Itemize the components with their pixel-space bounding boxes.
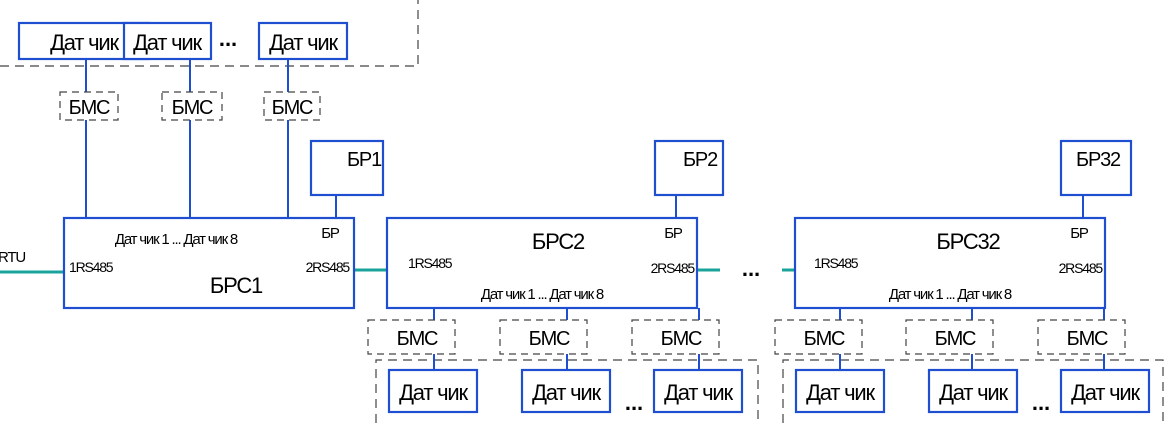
sensor-box: Дат чик bbox=[257, 21, 349, 61]
sensors-range-label: Дат чик 1 ... Дат чик 8 bbox=[889, 286, 1012, 303]
rs485-in-label: 1RS485 bbox=[814, 255, 859, 271]
sensors-range-label: Дат чик 1 ... Дат чик 8 bbox=[481, 286, 604, 303]
sensor-box: Дат чик bbox=[387, 368, 479, 414]
bms-label: БМС bbox=[272, 97, 313, 119]
sensor-box: Дат чик bbox=[122, 21, 213, 61]
sensor-box: Дат чик bbox=[652, 368, 744, 414]
sensor-label: Дат чик bbox=[133, 30, 202, 55]
ellipsis: ... bbox=[625, 390, 643, 415]
sensor-label: Дат чик bbox=[399, 380, 468, 405]
sensor-box: Дат чик bbox=[1059, 368, 1151, 414]
bms-box: БМС bbox=[905, 319, 994, 355]
sensor-label: Дат чик bbox=[1071, 380, 1140, 405]
ellipsis: ... bbox=[742, 256, 760, 281]
br-port-label: БР bbox=[1070, 225, 1089, 242]
top-sensor-group-border bbox=[0, 0, 419, 67]
sensor-label: Дат чик bbox=[664, 380, 733, 405]
brs-name: БРС2 bbox=[532, 229, 585, 254]
brs1-block: Дат чик 1 ... Дат чик 8 БР 1RS485 2RS485… bbox=[62, 216, 356, 310]
brs2-block: БРС2 БР 1RS485 2RS485 Дат чик 1 ... Дат … bbox=[385, 216, 699, 310]
sensor-label: Дат чик bbox=[939, 380, 1008, 405]
ellipsis: ... bbox=[1032, 390, 1050, 415]
brs-name: БРС32 bbox=[936, 229, 1000, 254]
bms-box: БМС bbox=[263, 91, 321, 121]
bms-label: БМС bbox=[69, 97, 110, 119]
br-relay-box: БР2 bbox=[653, 139, 725, 197]
sensors-range-label: Дат чик 1 ... Дат чик 8 bbox=[115, 231, 238, 248]
rs485-out-label: 2RS485 bbox=[1059, 260, 1104, 276]
rs485-in-label: 1RS485 bbox=[408, 255, 453, 271]
bms-label: БМС bbox=[172, 97, 213, 119]
bms-label: БМС bbox=[397, 328, 438, 350]
brs2-sensor-group-border bbox=[375, 359, 759, 423]
ellipsis: ... bbox=[219, 26, 237, 51]
br-port-label: БР bbox=[321, 225, 340, 242]
bms-label: БМС bbox=[935, 328, 976, 350]
rs485-out-label: 2RS485 bbox=[306, 259, 351, 275]
sensor-label: Дат чик bbox=[806, 380, 875, 405]
sensor-box: Дат чик bbox=[520, 368, 612, 414]
bms-box: БМС bbox=[499, 319, 588, 355]
brs32-block: БРС32 БР 1RS485 2RS485 Дат чик 1 ... Дат… bbox=[793, 216, 1107, 310]
rs485-out-label: 2RS485 bbox=[651, 260, 696, 276]
bms-box: БМС bbox=[631, 319, 720, 355]
bms-box: БМС bbox=[59, 91, 119, 121]
br-relay-label: БР2 bbox=[683, 149, 718, 171]
br-relay-box: БР32 bbox=[1059, 139, 1133, 197]
br-relay-box: БР1 bbox=[309, 139, 385, 197]
bms-box: БМС bbox=[1037, 319, 1126, 355]
brs32-sensor-group-border bbox=[782, 359, 1164, 423]
bms-box: БМС bbox=[367, 319, 456, 355]
sensor-label: Дат чик bbox=[269, 30, 338, 55]
bms-label: БМС bbox=[804, 328, 845, 350]
bms-label: БМС bbox=[661, 328, 702, 350]
bms-label: БМС bbox=[529, 328, 570, 350]
br-port-label: БР bbox=[664, 225, 683, 242]
bms-label: БМС bbox=[1067, 328, 1108, 350]
rs485-in-label: 1RS485 bbox=[69, 259, 114, 275]
bms-box: БМС bbox=[774, 319, 863, 355]
br-relay-label: БР32 bbox=[1076, 149, 1121, 171]
br-relay-label: БР1 bbox=[347, 149, 382, 171]
sensor-box: Дат чик bbox=[794, 368, 886, 414]
sensor-label: Дат чик bbox=[50, 30, 119, 55]
left-stub-label: RTU bbox=[0, 249, 25, 266]
sensor-label: Дат чик bbox=[532, 380, 601, 405]
bms-box: БМС bbox=[161, 91, 223, 121]
sensor-box: Дат чик bbox=[927, 368, 1019, 414]
brs-name: БРС1 bbox=[210, 273, 263, 298]
